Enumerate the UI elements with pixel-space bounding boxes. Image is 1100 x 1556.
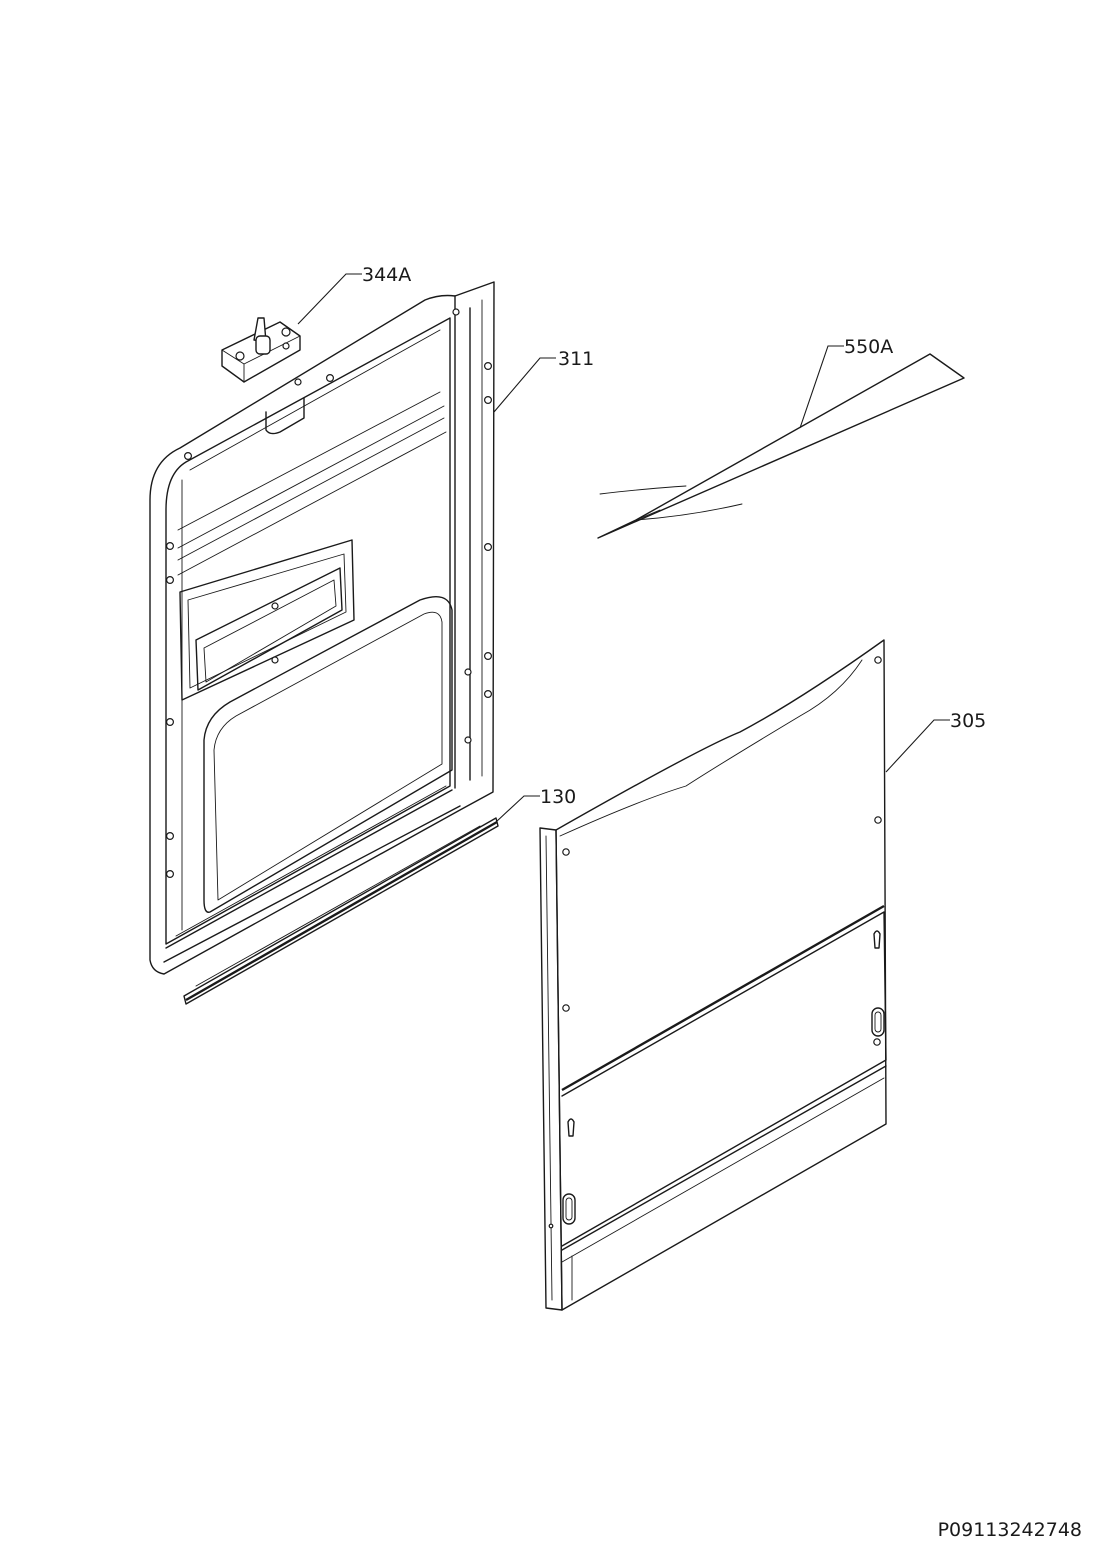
callout-130: 130 [495, 786, 576, 823]
callout-label-344a: 344A [362, 264, 411, 286]
inner-door-frame [149, 281, 495, 975]
callout-label-550a: 550A [844, 336, 893, 358]
callout-label-130: 130 [540, 786, 576, 808]
drawing-code: P09113242748 [938, 1519, 1082, 1541]
bottom-seal-strip [183, 817, 499, 1005]
callout-label-305: 305 [950, 710, 986, 732]
callout-label-311: 311 [558, 348, 594, 370]
door-lock-part [221, 317, 301, 383]
outer-door-panel [539, 639, 887, 1311]
callout-305: 305 [885, 710, 986, 773]
adhesive-tape-strip [597, 353, 965, 539]
callout-550a: 550A [799, 336, 893, 429]
callout-344a: 344A [297, 264, 411, 325]
callout-311: 311 [493, 348, 594, 413]
